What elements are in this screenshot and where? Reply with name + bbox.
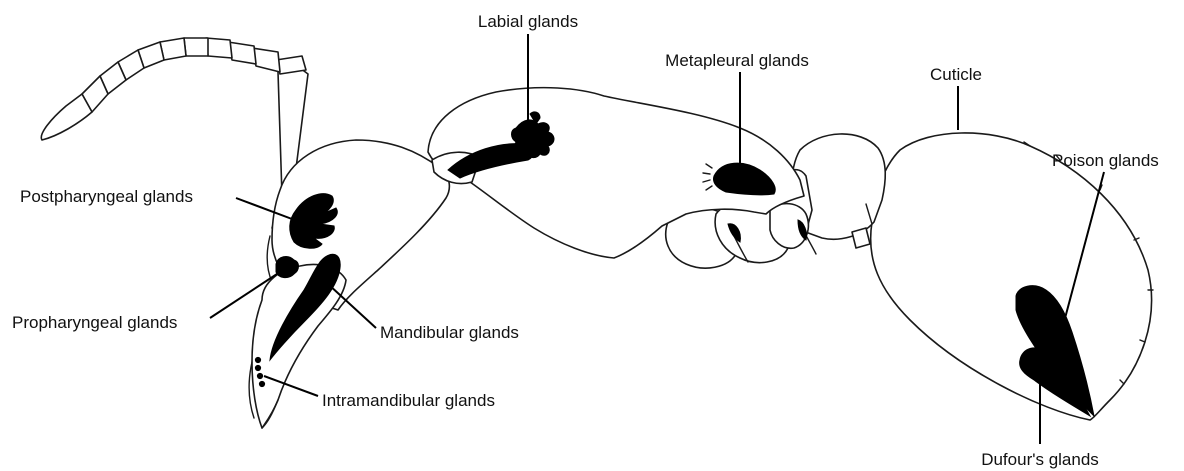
label-mandibular-glands: Mandibular glands bbox=[380, 323, 519, 342]
gaster bbox=[871, 133, 1152, 420]
label-cuticle: Cuticle bbox=[930, 65, 982, 84]
label-propharyngeal-glands: Propharyngeal glands bbox=[12, 313, 177, 332]
antenna-club bbox=[41, 94, 92, 140]
label-intramandibular-glands: Intramandibular glands bbox=[322, 391, 495, 410]
antenna-segment bbox=[184, 38, 208, 56]
label-dufours-glands: Dufour's glands bbox=[981, 450, 1099, 469]
antenna-segment bbox=[206, 38, 232, 58]
label-postpharyngeal-glands: Postpharyngeal glands bbox=[20, 187, 193, 206]
label-labial-glands: Labial glands bbox=[478, 12, 578, 31]
label-metapleural-glands: Metapleural glands bbox=[665, 51, 809, 70]
label-poison-glands: Poison glands bbox=[1052, 151, 1159, 170]
